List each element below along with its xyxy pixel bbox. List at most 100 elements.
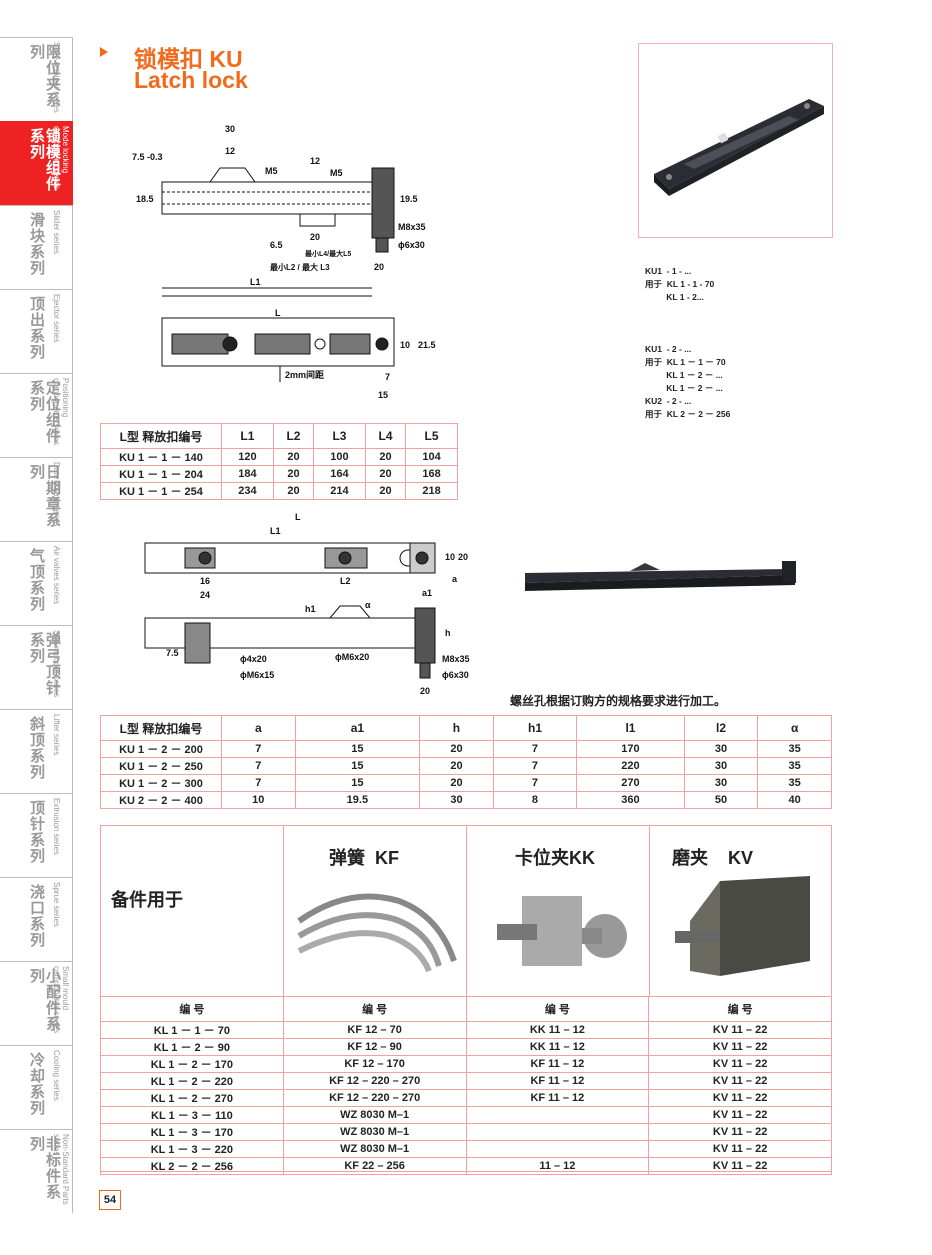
sidebar-item-en-label: Air valves series xyxy=(52,546,61,605)
table-cell xyxy=(465,1123,650,1141)
dim-m8x35: M8x35 xyxy=(398,222,426,232)
sidebar-item-label: 非标件系列 xyxy=(28,1136,61,1200)
table-cell: KV 11 – 22 xyxy=(648,1123,832,1141)
col-header: a xyxy=(221,715,296,741)
table-cell: 7 xyxy=(492,774,578,792)
table-cell: 170 xyxy=(576,740,685,758)
table-cell: 104 xyxy=(405,448,458,466)
table-cell: 100 xyxy=(313,448,366,466)
dim-6-5: 6.5 xyxy=(270,240,283,250)
spare-col-kk: 卡位夹KK xyxy=(467,826,650,996)
sidebar-item-en-label: Sprue series xyxy=(52,882,61,927)
table-cell xyxy=(465,1140,650,1158)
sidebar-item[interactable]: 浇口系列 Sprue series xyxy=(0,877,73,961)
product-photo-ku1 xyxy=(638,43,833,238)
table-cell: 20 xyxy=(272,448,315,466)
dim-l4-l5: 最小L4/最大L5 xyxy=(305,249,351,258)
spare-parts-section: 备件用于 弹簧 KF 卡位夹KK 磨夹 KV 编 号 编 号 编 号 xyxy=(100,825,832,1175)
sidebar-item-label: 限位夹系列 xyxy=(28,44,61,108)
col-header: α xyxy=(757,715,832,741)
table-cell: KV 11 – 22 xyxy=(648,1106,832,1124)
table-cell: KF 12 – 90 xyxy=(282,1038,467,1056)
sidebar-item-label: 滑块系列 xyxy=(28,212,45,276)
d2-phi4x20: ϕ4x20 xyxy=(240,654,267,664)
dim-18-5: 18.5 xyxy=(136,194,154,204)
spares-label-col: 备件用于 xyxy=(101,826,284,996)
table-cell: 220 xyxy=(576,757,685,775)
table-cell: KU 1 － 2 － 250 xyxy=(100,757,222,775)
sidebar-item-en-label: Small mould components series xyxy=(52,966,70,1034)
table-cell: KV 11 – 22 xyxy=(648,1140,832,1158)
dim-l2-l3: 最小L2 / 最大 L3 xyxy=(270,262,330,272)
d2-a: a xyxy=(452,574,458,584)
table-cell: 20 xyxy=(272,482,315,500)
table-header-row: L型 释放扣编号 a a1 h h1 l1 l2 α xyxy=(100,715,832,741)
table-cell: KL 2 － 2 － 256 xyxy=(100,1157,284,1175)
table-cell: KK 11 – 12 xyxy=(465,1038,650,1056)
table-cell: KV 11 – 22 xyxy=(648,1157,832,1175)
table-cell: 20 xyxy=(419,757,494,775)
sidebar-item-label: 气顶系列 xyxy=(28,548,45,612)
usage-note-2: KU1 - 2 - ... 用于 KL 1 － 1 － 70 KL 1 － 2 … xyxy=(645,344,731,419)
dim-30: 30 xyxy=(225,124,235,134)
thread-note: 螺丝孔根据订购方的规格要求进行加工。 xyxy=(510,694,727,708)
table-cell: KV 11 – 22 xyxy=(648,1038,832,1056)
sidebar-item-en-label: Sprung core series xyxy=(52,630,61,698)
table-cell: 218 xyxy=(405,482,458,500)
table-cell xyxy=(465,1106,650,1124)
d2-20: 20 xyxy=(458,552,468,562)
table-cell: KF 12 – 170 xyxy=(282,1055,467,1073)
spare-col-kf: 弹簧 KF xyxy=(284,826,467,996)
d2-h1: h1 xyxy=(305,604,316,614)
sidebar-item-en-label: Extrusion series xyxy=(52,798,61,855)
d2-phi6x30: ϕ6x30 xyxy=(442,670,469,680)
col-header: h1 xyxy=(492,715,578,741)
sidebar-item-en-label: Mode locking component series xyxy=(52,126,70,190)
title-arrow-icon xyxy=(100,47,108,57)
d2-16: 16 xyxy=(200,576,210,586)
table-cell: 270 xyxy=(576,774,685,792)
dim-20a: 20 xyxy=(310,232,320,242)
table-cell: 10 xyxy=(221,791,296,809)
table-cell: 15 xyxy=(294,774,421,792)
table-cell: 19.5 xyxy=(294,791,421,809)
usage-note-1: KU1 - 1 - ... 用于 KL 1 - 1 - 70 KL 1 - 2.… xyxy=(645,266,715,302)
table-cell: 360 xyxy=(576,791,685,809)
col-header: L1 xyxy=(221,423,274,449)
spare-kk-title: 卡位夹KK xyxy=(515,848,595,868)
table-cell: WZ 8030 M–1 xyxy=(282,1123,467,1141)
sidebar-item[interactable]: 气顶系列 Air valves series xyxy=(0,541,73,625)
table-cell: 7 xyxy=(221,774,296,792)
col-header: l2 xyxy=(683,715,759,741)
table-cell: KV 11 – 22 xyxy=(648,1089,832,1107)
sidebar-item-label: 浇口系列 xyxy=(28,884,45,948)
table-cell: 30 xyxy=(419,791,494,809)
table-cell: KL 1 － 2 － 220 xyxy=(100,1072,284,1090)
d2-l2: L2 xyxy=(340,576,351,586)
dim-21-5: 21.5 xyxy=(418,340,436,350)
col-header: L4 xyxy=(364,423,407,449)
table-cell: 20 xyxy=(419,740,494,758)
dim-l: L xyxy=(275,308,281,318)
table-cell: KU 1 － 1 － 254 xyxy=(100,482,222,500)
